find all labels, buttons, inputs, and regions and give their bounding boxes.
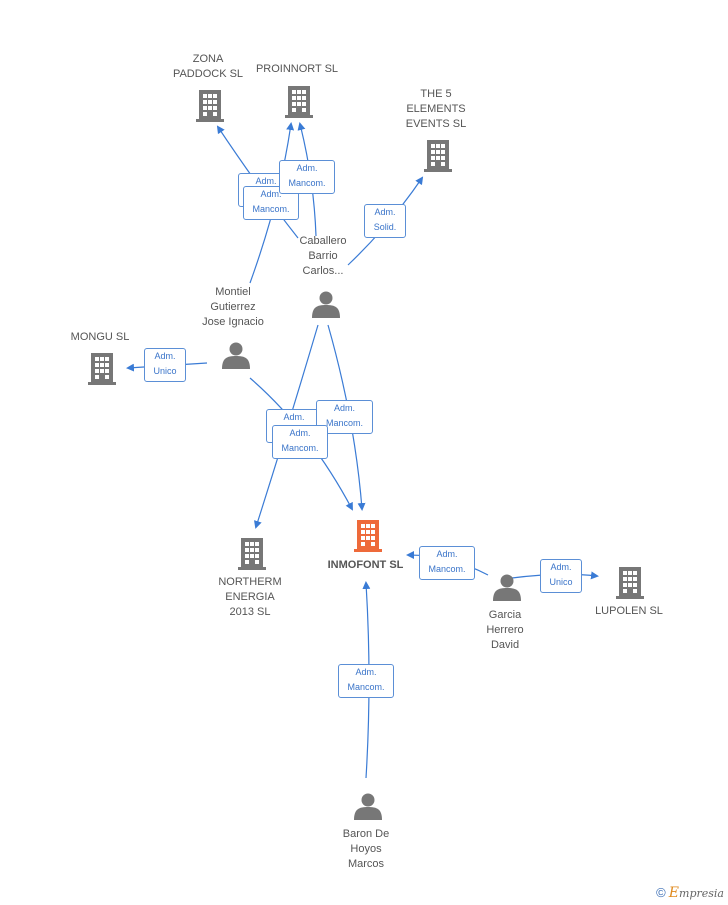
person-icon-caballero bbox=[312, 291, 340, 318]
company-label-inmofont[interactable]: INMOFONT SL bbox=[327, 559, 404, 571]
role-badge[interactable]: Adm. Mancom. bbox=[279, 160, 335, 194]
role-badge[interactable]: Adm. Unico bbox=[540, 559, 582, 593]
building-icon-mongu bbox=[88, 353, 116, 385]
company-label-proinnort[interactable]: PROINNORT SL bbox=[255, 63, 339, 75]
company-label-the5[interactable]: THE 5 ELEMENTS EVENTS SL bbox=[405, 88, 467, 130]
person-label-caballero[interactable]: Caballero Barrio Carlos... bbox=[299, 235, 347, 277]
role-badge[interactable]: Adm. Mancom. bbox=[272, 425, 328, 459]
company-label-zona[interactable]: ZONA PADDOCK SL bbox=[172, 53, 244, 80]
brand-logo-text: mpresia bbox=[679, 887, 724, 900]
building-icon-zona bbox=[196, 90, 224, 122]
brand-footer[interactable]: © Empresia bbox=[656, 885, 724, 901]
building-icon-lupolen bbox=[616, 567, 644, 599]
person-icon-baron bbox=[354, 793, 382, 820]
person-label-baron[interactable]: Baron De Hoyos Marcos bbox=[342, 828, 390, 870]
company-label-mongu[interactable]: MONGU SL bbox=[70, 331, 130, 343]
building-icon-proinnort bbox=[285, 86, 313, 118]
building-icon-the5 bbox=[424, 140, 452, 172]
building-icon-inmofont bbox=[354, 520, 382, 552]
brand-logo-e: E bbox=[668, 885, 680, 901]
role-badge[interactable]: Adm. Unico bbox=[144, 348, 186, 382]
person-icon-garcia bbox=[493, 574, 521, 601]
person-icon-montiel bbox=[222, 342, 250, 369]
role-badge[interactable]: Adm. Solid. bbox=[364, 204, 406, 238]
role-badge[interactable]: Adm. Mancom. bbox=[419, 546, 475, 580]
company-label-lupolen[interactable]: LUPOLEN SL bbox=[595, 605, 663, 617]
person-label-montiel[interactable]: Montiel Gutierrez Jose Ignacio bbox=[202, 286, 264, 328]
role-badge[interactable]: Adm. Mancom. bbox=[338, 664, 394, 698]
building-icon-northerm bbox=[238, 538, 266, 570]
person-label-garcia[interactable]: Garcia Herrero David bbox=[486, 609, 524, 651]
company-label-northerm[interactable]: NORTHERM ENERGIA 2013 SL bbox=[218, 576, 282, 618]
copyright-icon: © bbox=[656, 885, 666, 900]
